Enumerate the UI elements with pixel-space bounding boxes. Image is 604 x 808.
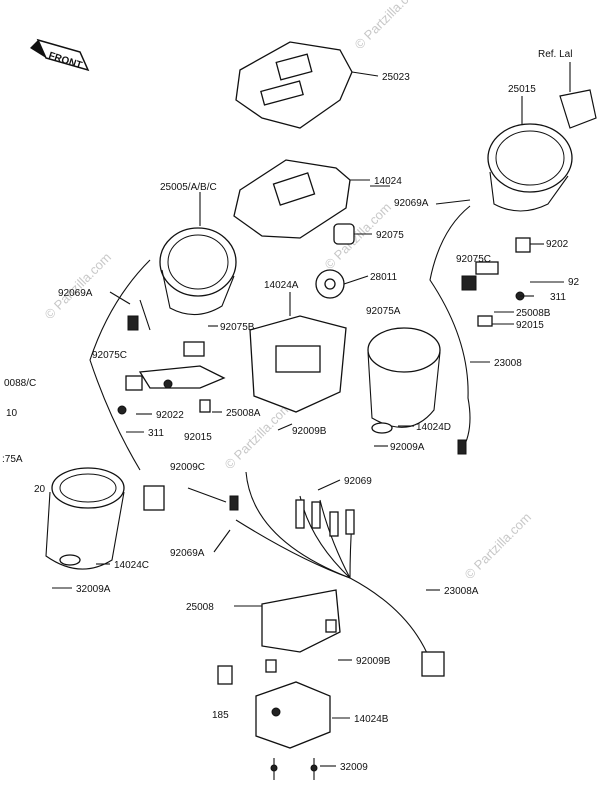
callout-25015: 25015 [508,84,536,95]
screws-bottom [270,758,318,780]
callout-92075c-left: 92075C [92,350,127,361]
callout-25023: 25023 [382,72,410,83]
callout-92009b-low: 92009B [356,656,391,667]
callout-92075: 92075 [376,230,404,241]
callout-0088c: 0088/C [4,378,36,389]
callout-92069a-top: 92069A [394,198,429,209]
callout-20: 20 [34,484,46,495]
callout-14024c: 14024C [114,560,149,571]
part-socket-28011 [315,269,369,299]
callout-92: 92 [568,277,580,288]
small-parts-left [117,341,226,415]
wiring-left [89,259,165,511]
callout-14024: 14024 [374,176,402,187]
ref-label-note: Ref. Lal [538,49,597,129]
callout-92009a-right: 92009A [390,442,425,453]
callout-25005: 25005/A/B/C [160,182,217,193]
watermark: © Partzilla.com [462,510,535,583]
wiring-right [429,205,471,455]
callout-23008: 23008 [494,358,522,369]
callout-10: 10 [6,408,18,419]
callout-92075a: 92075A [366,306,401,317]
callout-28011: 28011 [370,272,398,283]
callout-32009a: 32009A [76,584,111,595]
part-meter-case-92075a [367,327,441,434]
part-meter-cover-14024 [233,159,370,239]
callout-14024d: 14024D [416,422,451,433]
callout-labels: 25023 25015 25005/A/B/C 14024 92075 9206… [2,72,580,773]
callout-311-left: 311 [148,428,164,439]
callout-32009: 32009 [340,762,368,773]
callout-9202: 9202 [546,239,569,250]
callout-311-right: 311 [550,292,566,303]
part-meter-case-14024c [45,467,125,570]
callout-92015-left: 92015 [184,432,212,443]
callout-92069a-low: 92069A [170,548,205,559]
part-grommet-92075 [333,223,372,245]
callout-92015-right: 92015 [516,320,544,331]
callout-92075b: 92075B [220,322,255,333]
part-bracket-25008 [261,589,341,673]
watermark: © Partzilla.com [42,250,115,323]
part-meter-25015 [487,96,573,212]
small-parts-right [461,237,531,327]
watermark: © Partzilla.com [352,0,425,52]
callout-25008: 25008 [186,602,214,613]
part-bracket-14024a [249,292,347,413]
callout-185: 185 [212,710,229,721]
front-arrow-badge: FRONT [30,38,90,71]
callout-25008b: 25008B [516,308,551,319]
ref-label-text: Ref. Lal [538,49,572,60]
part-meter-25005 [159,192,237,316]
part-top-cover-25023 [235,41,379,129]
callout-92069: 92069 [344,476,372,487]
wiring-harness-23008a [229,471,445,677]
callout-92022: 92022 [156,410,184,421]
callout-92009c: 92009C [170,462,205,473]
callout-14024b: 14024B [354,714,389,725]
callout-75a: :75A [2,454,23,465]
callout-14024a: 14024A [264,280,299,291]
callout-92075c-right: 92075C [456,254,491,265]
part-plate-14024b [217,665,331,749]
callout-25008a: 25008A [226,408,261,419]
callout-23008a: 23008A [444,586,479,597]
leader-lines [52,185,564,767]
callout-92009b-mid: 92009B [292,426,327,437]
callout-92069a-left: 92069A [58,288,93,299]
